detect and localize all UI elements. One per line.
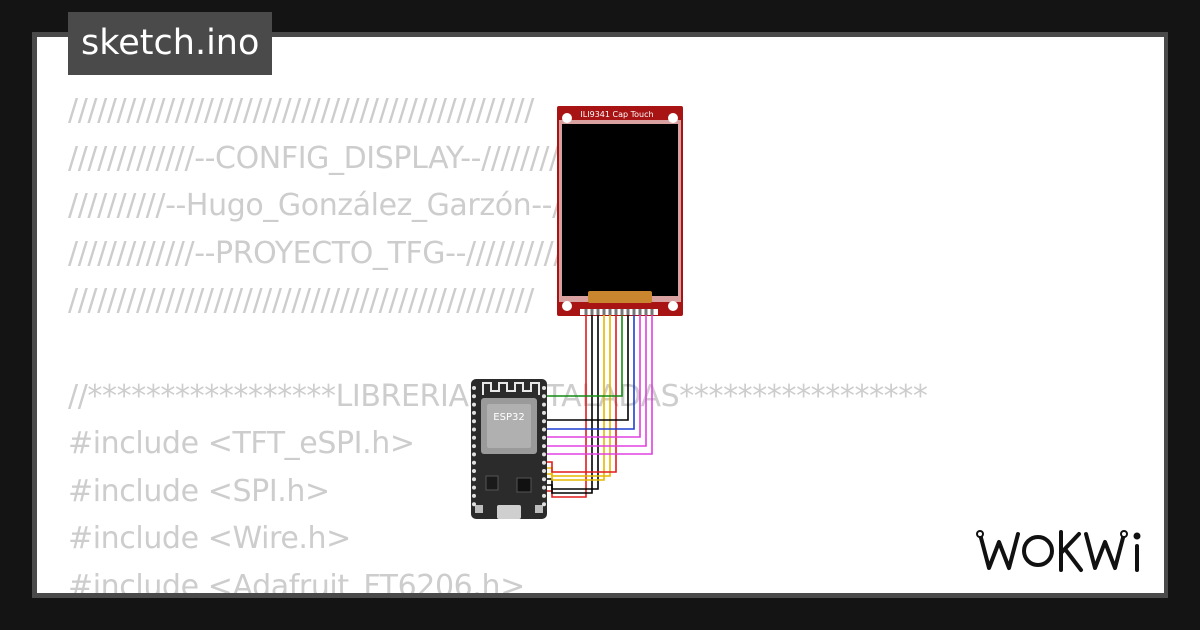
wires xyxy=(546,315,653,498)
esp32-pin-right xyxy=(542,386,546,390)
esp32-pin-right xyxy=(542,469,546,473)
code-line: ////////////////////////////////////////… xyxy=(68,93,534,128)
code-line: /////////////--CONFIG_DISPLAY--/////////… xyxy=(68,140,637,176)
wokwi-logo-icon xyxy=(976,530,1141,572)
reset-button[interactable] xyxy=(535,505,543,513)
code-line: ////////////////////////////////////////… xyxy=(68,283,534,319)
voltage-regulator xyxy=(485,475,499,491)
antenna-trace xyxy=(482,382,540,395)
esp32-pin-left xyxy=(472,469,476,473)
esp32-pin-left xyxy=(472,410,476,415)
esp32-pin-left xyxy=(472,386,476,390)
display-pin xyxy=(626,309,630,315)
esp32-pin-right xyxy=(542,502,546,507)
boot-button[interactable] xyxy=(475,505,483,513)
display-flex-connector xyxy=(588,291,652,303)
wire[interactable] xyxy=(546,315,605,481)
esp32-pin-left xyxy=(472,502,476,507)
esp32-pin-right xyxy=(542,444,546,449)
wire[interactable] xyxy=(546,315,611,477)
file-title: sketch.ino xyxy=(68,12,273,75)
mount-hole-bl xyxy=(562,301,572,311)
esp32-pin-right xyxy=(542,493,546,498)
wire[interactable] xyxy=(546,315,653,455)
wire[interactable] xyxy=(546,315,593,494)
mount-hole-br xyxy=(668,301,678,311)
esp32-board[interactable]: ESP32 xyxy=(471,379,547,519)
display-pin xyxy=(644,309,648,315)
esp32-pin-left xyxy=(472,394,476,399)
wire[interactable] xyxy=(546,315,629,421)
code-line: #include <Adafruit_FT6206.h> xyxy=(68,568,525,593)
esp32-pin-left xyxy=(472,493,476,498)
display-pin xyxy=(620,309,624,315)
esp32-pin-left xyxy=(472,452,476,457)
code-line: #include <TFT_eSPI.h> xyxy=(68,426,415,462)
esp32-pin-right xyxy=(542,460,546,465)
display-header xyxy=(580,309,658,315)
esp32-pin-right xyxy=(542,435,546,440)
usb-uart-chip xyxy=(516,477,532,493)
esp32-pin-left xyxy=(472,427,476,432)
esp32-pin-left xyxy=(472,460,476,465)
display-pin xyxy=(614,309,618,315)
esp32-pin-left xyxy=(472,485,476,490)
wire[interactable] xyxy=(546,315,617,473)
esp32-pin-left xyxy=(472,477,476,482)
display-pin xyxy=(590,309,594,315)
esp32-pin-right xyxy=(542,485,546,490)
esp32-pin-right xyxy=(542,452,546,457)
mount-hole-tl xyxy=(562,113,572,123)
ili9341-display[interactable]: ILI9341 Cap Touch xyxy=(557,106,683,316)
code-line: /////////////--PROYECTO_TFG--///////////… xyxy=(68,235,622,271)
mount-hole-tr xyxy=(668,113,678,123)
code-line: #include <Wire.h> xyxy=(68,521,351,557)
wire[interactable] xyxy=(546,315,641,438)
wire[interactable] xyxy=(546,315,623,397)
display-pin xyxy=(596,309,600,315)
esp32-pin-right xyxy=(542,427,546,432)
display-pin xyxy=(650,309,654,315)
display-label: ILI9341 Cap Touch xyxy=(580,110,653,119)
esp32-pin-right xyxy=(542,394,546,399)
esp32-pin-left xyxy=(472,444,476,449)
display-pin xyxy=(632,309,636,315)
wire[interactable] xyxy=(546,315,635,430)
wire[interactable] xyxy=(546,315,599,490)
esp32-pin-left xyxy=(472,435,476,440)
esp32-pins xyxy=(472,386,546,507)
wire[interactable] xyxy=(546,315,647,447)
esp32-chip xyxy=(487,404,531,448)
display-pin xyxy=(584,309,588,315)
code-line: //////////--Hugo_González_Garzón--//////… xyxy=(68,188,650,224)
esp32-pin-right xyxy=(542,410,546,415)
esp32-pin-right xyxy=(542,477,546,482)
code-line: #include <SPI.h> xyxy=(68,473,330,509)
esp32-pin-left xyxy=(472,402,476,407)
display-pin xyxy=(602,309,606,315)
esp32-pin-right xyxy=(542,402,546,407)
mcu-label: ESP32 xyxy=(493,412,524,423)
display-screen xyxy=(562,124,678,296)
esp32-pin-right xyxy=(542,419,546,424)
display-pin xyxy=(638,309,642,315)
display-pins xyxy=(584,309,654,315)
usb-port xyxy=(497,505,521,519)
esp32-pin-left xyxy=(472,419,476,424)
display-pin xyxy=(608,309,612,315)
